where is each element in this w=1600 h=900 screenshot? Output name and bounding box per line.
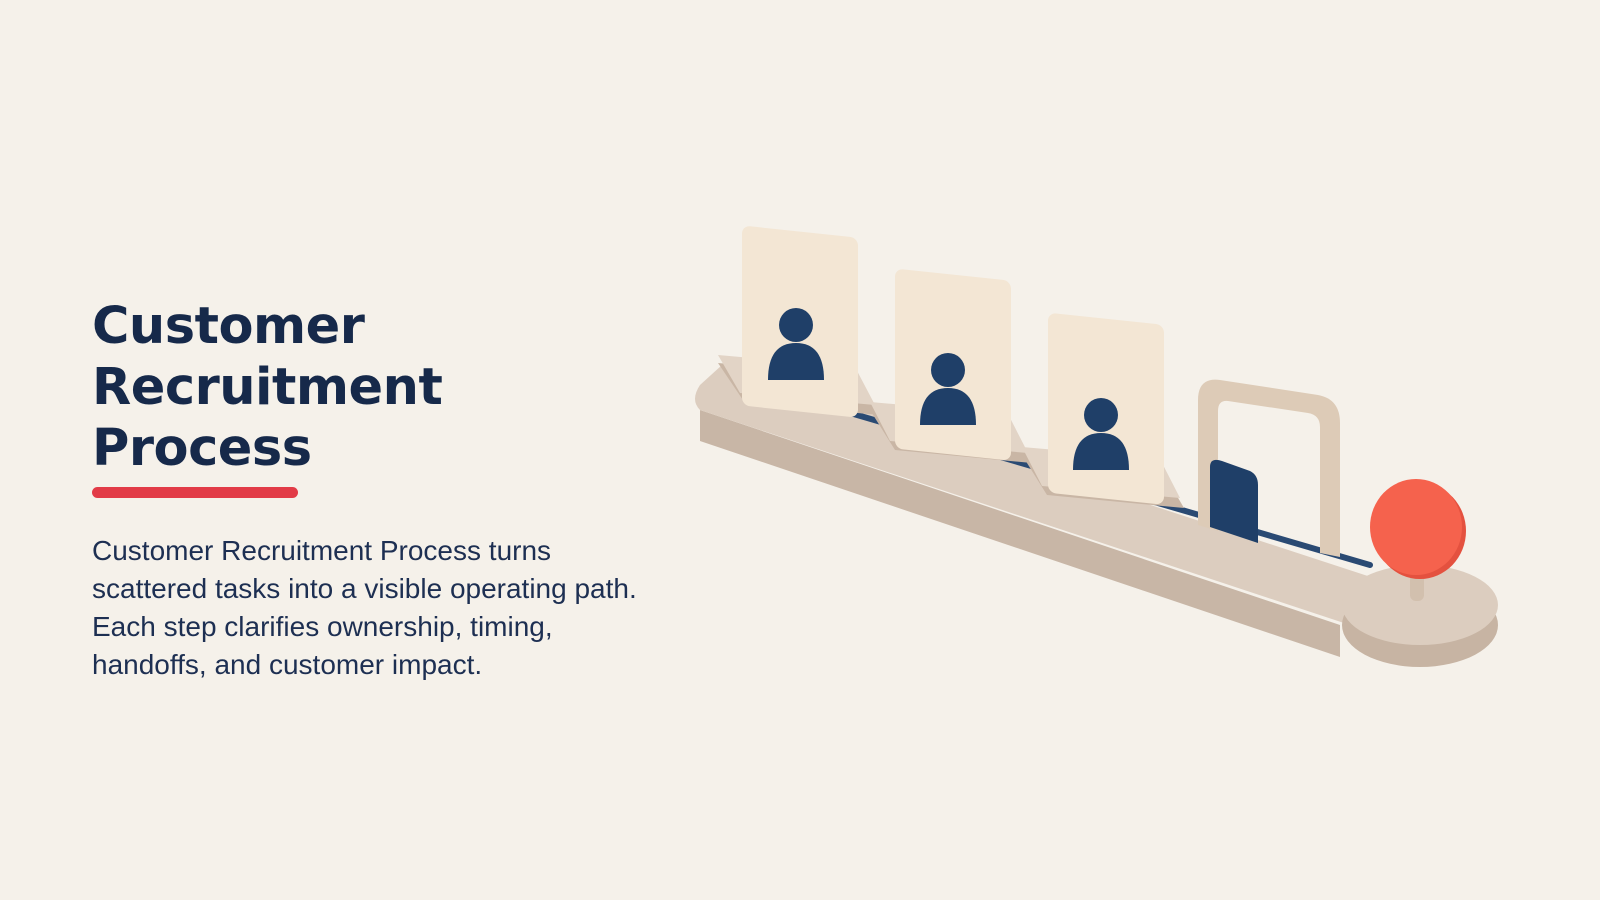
person-card-icon xyxy=(1073,398,1129,470)
end-pin-icon xyxy=(1370,479,1466,601)
title-line-2: Recruitment Process xyxy=(92,358,443,478)
page-title: Customer Recruitment Process xyxy=(92,296,652,479)
text-block: Customer Recruitment Process Customer Re… xyxy=(92,296,652,684)
base-rail xyxy=(695,365,1391,625)
body-description: Customer Recruitment Process turns scatt… xyxy=(92,535,637,680)
recruitment-pipeline-illustration xyxy=(695,226,1498,667)
gate-icon xyxy=(1198,379,1340,557)
base-rail-side xyxy=(700,410,1340,657)
card-slot-1 xyxy=(718,226,880,417)
person-card-icon xyxy=(768,308,824,380)
person-card-icon xyxy=(920,353,976,425)
card-slot-2 xyxy=(870,269,1032,463)
card-slot-3 xyxy=(1022,313,1184,508)
title-line-1: Customer xyxy=(92,297,365,356)
end-pad xyxy=(1342,565,1498,645)
title-accent-underline xyxy=(92,487,298,498)
